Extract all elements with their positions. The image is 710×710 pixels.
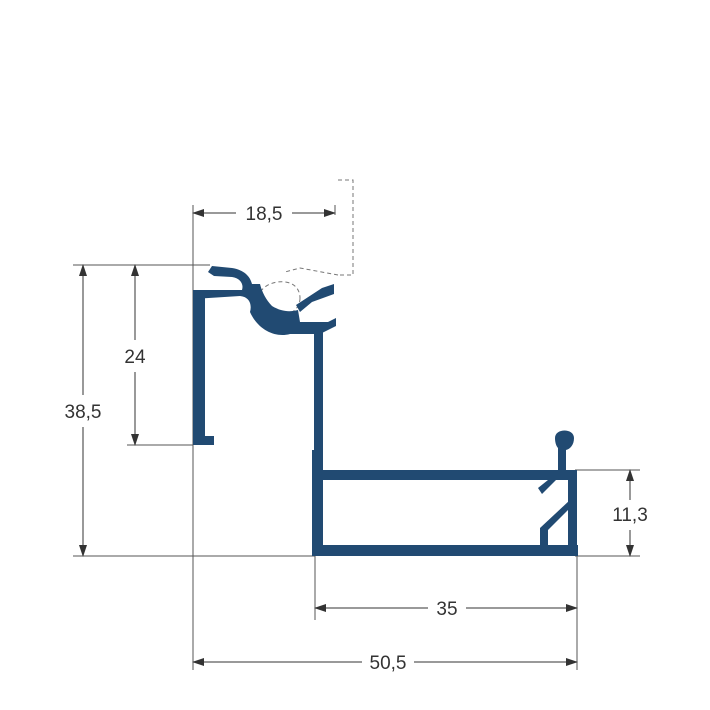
- dimension-labels: 18,5 24 38,5 11,3 35 50,5: [65, 200, 648, 674]
- dim-left-inner-label: 24: [124, 347, 146, 368]
- dim-bottom-total-label: 50,5: [370, 653, 407, 674]
- dim-bottom-inner-label: 35: [436, 599, 457, 620]
- dimension-lines: [79, 209, 634, 666]
- extension-lines: [73, 205, 640, 670]
- dim-top-width-label: 18,5: [246, 204, 283, 225]
- attached-part-outline: [257, 179, 354, 317]
- profile-cross-section: [193, 266, 578, 556]
- dim-right-height-label: 11,3: [612, 505, 648, 526]
- dim-left-total-label: 38,5: [65, 402, 102, 423]
